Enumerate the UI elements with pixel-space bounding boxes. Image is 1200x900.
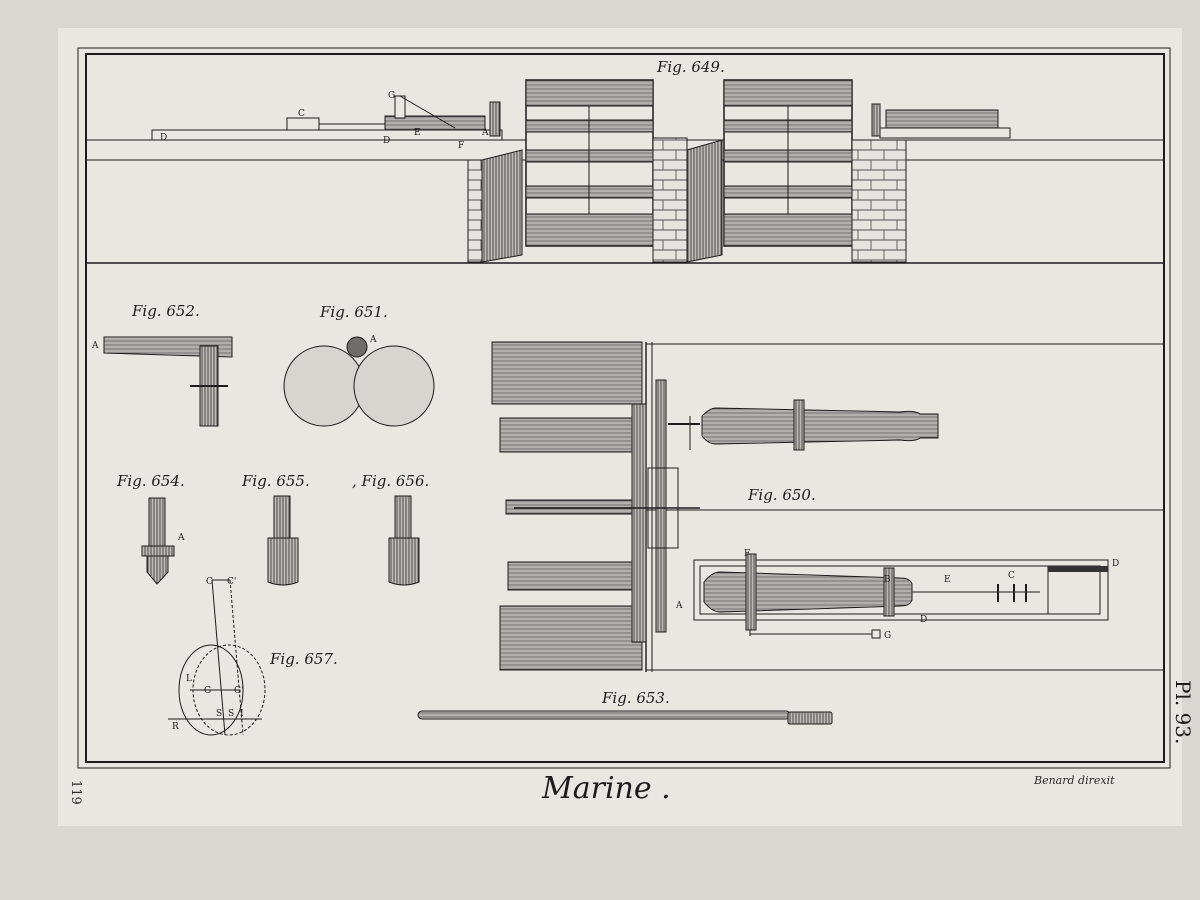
fig-657-letter-c: C — [206, 577, 213, 587]
fig-650-letter-e: E — [944, 575, 951, 585]
fig-656-label: , Fig. 656. — [352, 472, 429, 490]
fig-649-elevation — [86, 79, 1164, 264]
fig-650-letter-b: B — [884, 575, 891, 585]
fig-657-letter-c-prime: C' — [227, 577, 236, 587]
outer-frame — [77, 47, 1171, 769]
fig-654-label: Fig. 654. — [116, 472, 185, 490]
fig-649-letter-a: A — [481, 128, 489, 138]
fig-656-drawing — [388, 495, 420, 586]
fig-650-letter-d-right: D — [1112, 559, 1119, 569]
fig-652-drawing — [103, 336, 233, 427]
fig-657-letter-s1: S — [216, 709, 222, 719]
fig-657-letter-g-prime: G' — [234, 686, 244, 696]
fig-654-letter-a: A — [177, 533, 185, 543]
fig-649-letter-f: F — [458, 141, 464, 151]
fig-650-letter-f: F — [744, 549, 750, 559]
fig-649-letter-g: G — [388, 91, 395, 101]
engraver-credit: Benard direxit — [1033, 774, 1115, 787]
fig-654-drawing — [141, 497, 175, 585]
plate-title: Marine . — [541, 771, 671, 806]
fig-649-letter-c: C — [298, 109, 305, 119]
fig-655-drawing — [267, 495, 299, 586]
fig-651-label: Fig. 651. — [319, 303, 388, 321]
fig-657-letter-g: G — [204, 686, 211, 696]
fig-649-letter-d: D — [383, 136, 390, 146]
fig-652-label: Fig. 652. — [131, 302, 200, 320]
fig-649-letter-e: E — [414, 128, 421, 138]
inner-frame — [85, 53, 1165, 763]
plate-number: Pl. 93. — [1171, 680, 1195, 744]
fig-650-letter-c: C — [1008, 571, 1015, 581]
fig-650-letter-a: A — [675, 601, 683, 611]
fig-655-label: Fig. 655. — [241, 472, 310, 490]
page-number: 119 — [68, 780, 83, 805]
fig-651-letter-a: A — [369, 335, 377, 345]
fig-657-letter-l: L — [186, 674, 192, 684]
fig-653-rammer — [417, 710, 833, 725]
fig-650-letter-d: D — [920, 615, 927, 625]
fig-650-plan — [491, 341, 1164, 672]
fig-657-label: Fig. 657. — [269, 650, 338, 668]
fig-651-drawing — [283, 336, 435, 427]
fig-649-label: Fig. 649. — [656, 58, 725, 76]
fig-657-drawing — [168, 579, 266, 736]
fig-649-letter-d-left: D — [160, 133, 167, 143]
fig-657-letter-r: R — [172, 722, 179, 732]
fig-657-letter-i: I — [240, 709, 244, 719]
fig-650-label: Fig. 650. — [747, 486, 816, 504]
fig-652-letter-a: A — [91, 341, 99, 351]
fig-650-letter-g: G — [884, 631, 891, 641]
fig-657-letter-s2: S — [228, 709, 234, 719]
fig-653-label: Fig. 653. — [601, 689, 670, 707]
